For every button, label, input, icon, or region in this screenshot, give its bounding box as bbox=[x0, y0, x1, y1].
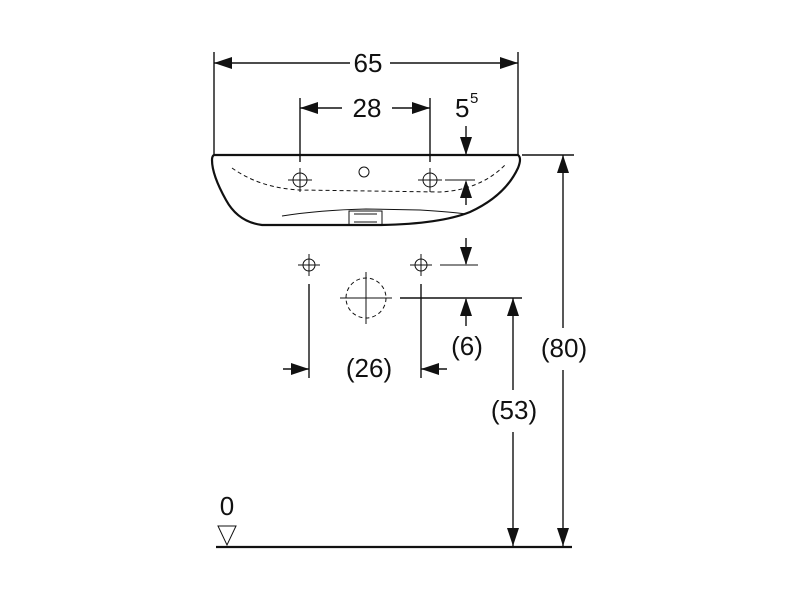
width-label: 65 bbox=[354, 48, 383, 78]
waste-outlet bbox=[348, 210, 383, 226]
fixing-spacing-label: (26) bbox=[346, 353, 392, 383]
fixing-spacing-dimension: (26) bbox=[283, 284, 447, 383]
fixing-point-left bbox=[298, 254, 320, 276]
tap-hole-left bbox=[288, 168, 312, 192]
floor-level-label: 0 bbox=[220, 491, 234, 521]
floor-level-marker: 0 bbox=[216, 491, 572, 549]
washbasin-body bbox=[210, 153, 522, 227]
fixing-height-offset-dimension: (6) bbox=[400, 238, 522, 361]
tap-hole-right bbox=[418, 168, 442, 192]
edge-offset-label: 5 bbox=[455, 93, 469, 123]
fixing-height-label: (53) bbox=[491, 395, 537, 425]
waste-connection-point bbox=[340, 272, 392, 324]
tap-hole-spacing-dimension: 28 bbox=[299, 93, 431, 162]
edge-offset-dimension: 5 5 bbox=[445, 90, 478, 205]
tap-hole-spacing-label: 28 bbox=[353, 93, 382, 123]
width-dimension: 65 bbox=[213, 48, 519, 155]
edge-offset-superscript: 5 bbox=[470, 90, 478, 107]
overflow-hole bbox=[358, 166, 370, 178]
fixing-point-right bbox=[410, 254, 432, 276]
total-height-dimension: (80) bbox=[522, 154, 587, 546]
total-height-label: (80) bbox=[541, 333, 587, 363]
fixing-height-dimension: (53) bbox=[491, 298, 537, 546]
fixing-height-offset-label: (6) bbox=[451, 331, 483, 361]
